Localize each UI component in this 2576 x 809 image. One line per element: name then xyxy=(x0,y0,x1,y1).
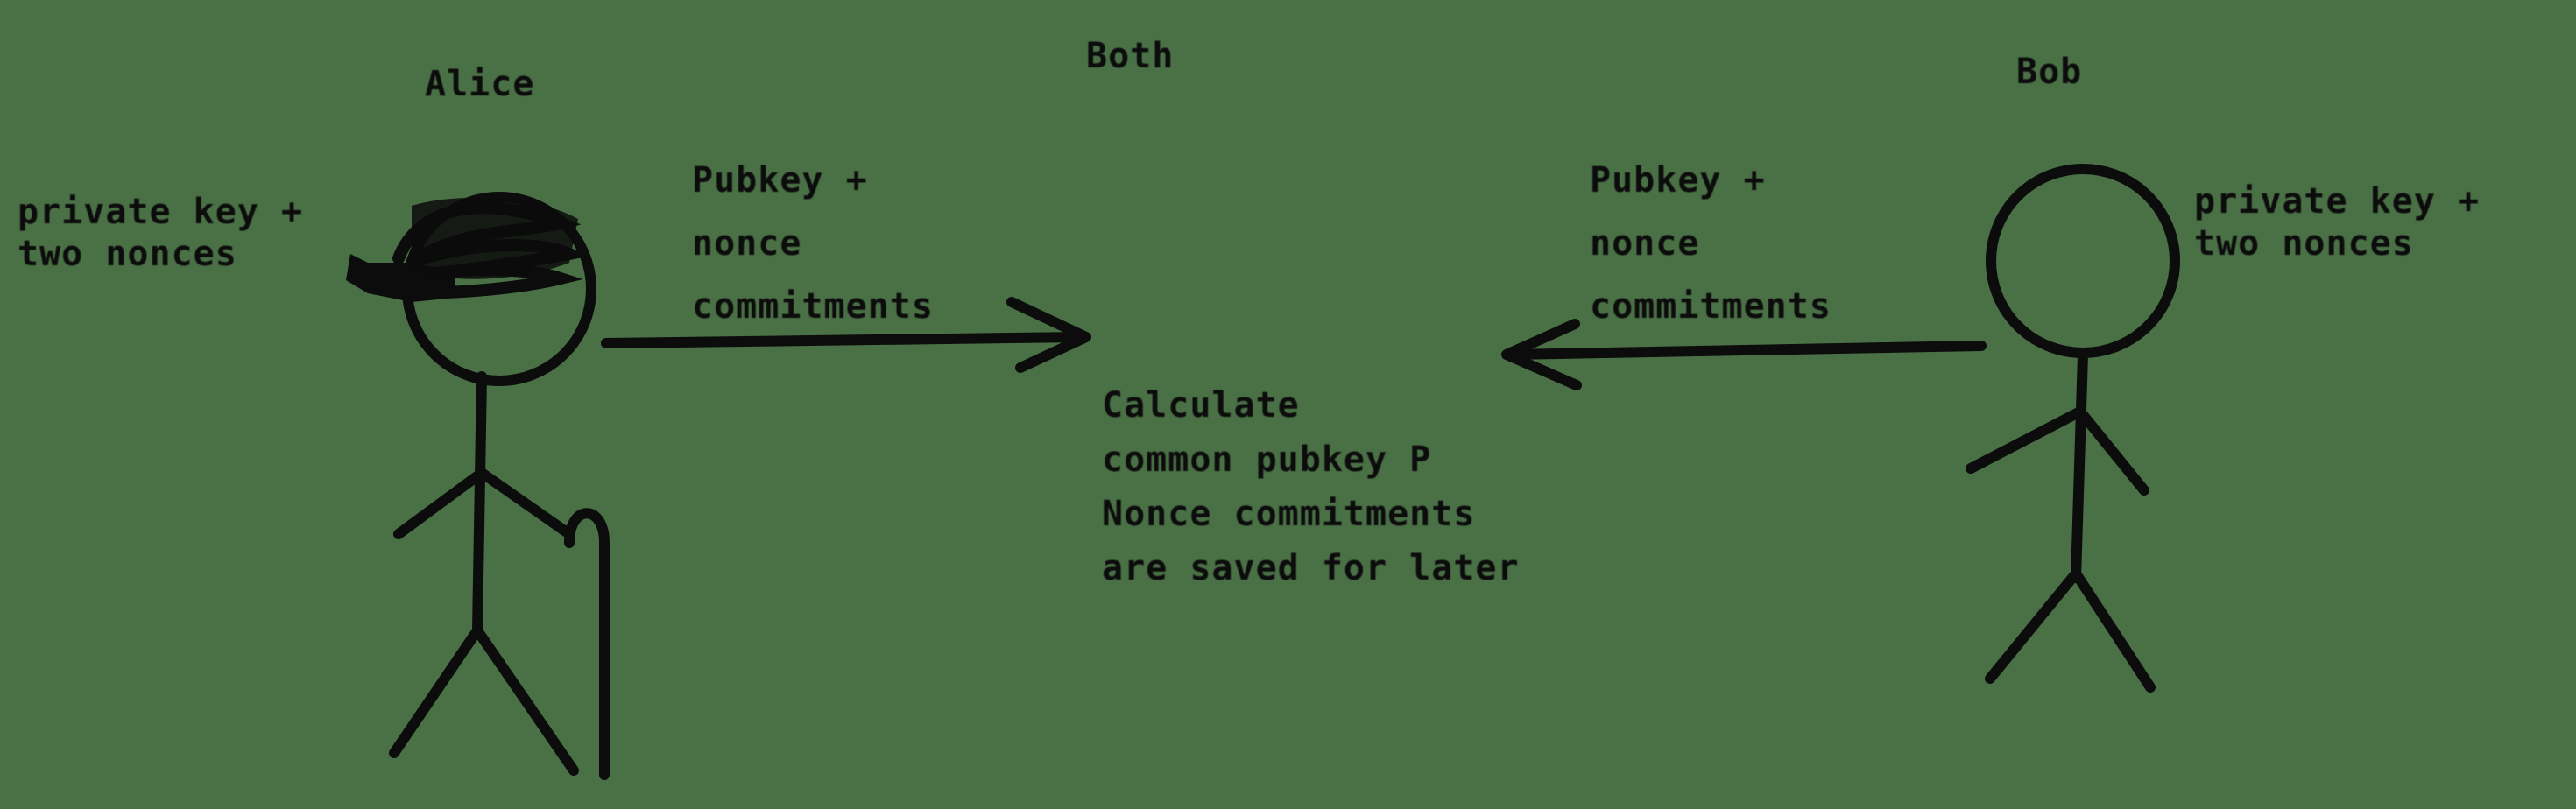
arrow-alice-to-both xyxy=(601,297,1091,373)
arrow-bob-to-both xyxy=(1501,319,1987,390)
bob-head xyxy=(1986,164,2180,358)
both-result-line-2: common pubkey P xyxy=(1102,440,1432,480)
bob-left-arm xyxy=(1966,406,2086,474)
alice-message-line-1: Pubkey + xyxy=(692,160,868,200)
alice-hat-fill xyxy=(412,197,578,279)
bob-figure xyxy=(1966,164,2180,693)
bob-message-line-1: Pubkey + xyxy=(1590,160,1766,200)
bob-message: Pubkey + nonce commitments xyxy=(1590,149,1831,338)
alice-cane xyxy=(564,508,610,780)
both-result: Calculate common pubkey P Nonce commitme… xyxy=(1102,378,1520,595)
both-name: Both xyxy=(1086,36,1175,76)
both-result-line-1: Calculate xyxy=(1102,385,1300,426)
bob-message-line-3: commitments xyxy=(1590,286,1831,327)
alice-name: Alice xyxy=(425,64,535,104)
both-result-line-3: Nonce commitments xyxy=(1102,494,1476,534)
bob-left-leg xyxy=(1985,568,2081,684)
bob-right-arm xyxy=(2075,406,2149,496)
alice-right-leg xyxy=(472,625,579,776)
bob-note-line-1: private key + xyxy=(2194,181,2481,222)
alice-note-line-1: private key + xyxy=(18,192,304,232)
alice-left-arm xyxy=(393,468,487,539)
bob-note-line-2: two nonces xyxy=(2194,223,2414,264)
alice-message: Pubkey + nonce commitments xyxy=(692,149,934,338)
bob-note: private key + two nonces xyxy=(2194,180,2480,264)
alice-left-leg xyxy=(389,625,483,758)
bob-body xyxy=(2071,349,2088,583)
alice-body xyxy=(472,371,487,636)
alice-message-line-2: nonce xyxy=(692,223,802,264)
alice-right-arm xyxy=(476,468,575,539)
bob-message-line-2: nonce xyxy=(1590,223,1700,264)
alice-note-line-2: two nonces xyxy=(18,234,237,274)
alice-message-line-3: commitments xyxy=(692,286,934,327)
alice-figure xyxy=(346,192,610,780)
bob-right-leg xyxy=(2071,568,2156,693)
both-result-line-4: are saved for later xyxy=(1102,548,1520,588)
bob-name: Bob xyxy=(2016,52,2083,92)
alice-note: private key + two nonces xyxy=(18,191,303,275)
